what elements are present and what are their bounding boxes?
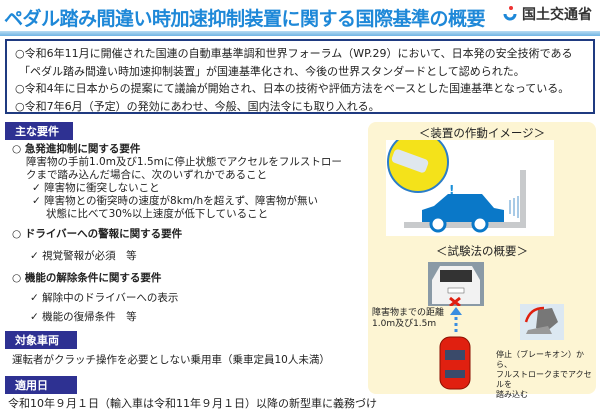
req1-check-cont: 状態に比べて30%以上速度が低下していること	[46, 208, 269, 220]
req1-heading: ○ 急発進抑制に関する要件	[12, 143, 141, 155]
approach-arrow-icon	[450, 307, 462, 335]
pedal-caption: 停止（ブレーキオン）から、フルストロークまでアクセルを踏み込む	[496, 350, 592, 399]
req3-check: ✓ 解除中のドライバーへの表示	[30, 292, 179, 304]
svg-text:!: !	[449, 183, 454, 197]
req2-heading: ○ ドライバーへの警報に関する要件	[12, 228, 183, 240]
date-tag: 適用日	[5, 376, 77, 394]
test-method-caption: ＜試験法の概要＞	[436, 244, 528, 258]
summary-line: ○令和4年に日本からの提案にて議論が開始され、日本の技術や評価方法をベースとした…	[15, 82, 570, 95]
test-car-icon	[439, 336, 471, 390]
summary-line: ○令和6年11月に開催された国連の自動車基準調和世界フォーラム（WP.29）にお…	[15, 47, 573, 60]
req1-text: クまで踏み込んだ場合に、次のいずれかであること	[26, 169, 268, 181]
target-tag: 対象車両	[5, 331, 77, 349]
operation-caption: ＜装置の作動イメージ＞	[418, 126, 546, 140]
mlit-emblem-icon	[503, 6, 517, 21]
page-title: ペダル踏み間違い時加速抑制装置に関する国際基準の概要	[4, 8, 486, 30]
ministry-name: 国土交通省	[522, 7, 592, 23]
summary-line: 「ペダル踏み間違い時加速抑制装置」が国連基準化され、今後の世界スタンダードとして…	[19, 64, 525, 78]
req1-check: ✓ 障害物との衝突時の速度が8km/hを超えず、障害物が無い	[32, 195, 318, 207]
req1-text: 障害物の手前1.0m及び1.5mに停止状態でアクセルをフルストロー	[26, 156, 342, 168]
summary-line: ○令和7年6月（予定）の発効にあわせ、今般、国内法令にも取り入れる。	[15, 99, 380, 113]
operation-illustration: !	[386, 140, 554, 236]
date-text: 令和10年９月１日（輸入車は令和11年９月１日）以降の新型車に義務づけ	[8, 397, 377, 410]
req3-check: ✓ 機能の復帰条件 等	[30, 311, 137, 323]
requirements-tag: 主な要件	[5, 122, 73, 140]
req2-check: ✓ 視覚警報が必須 等	[30, 250, 137, 262]
summary-box: ○令和6年11月に開催された国連の自動車基準調和世界フォーラム（WP.29）にお…	[5, 39, 595, 114]
ministry-logo: 国土交通省	[502, 4, 592, 24]
req1-check: ✓ 障害物に衝突しないこと	[32, 182, 160, 194]
target-text: 運転者がクラッチ操作を必要としない乗用車（乗車定員10人未満）	[12, 354, 330, 366]
accelerator-pedal-icon	[520, 304, 564, 340]
title-underline	[0, 31, 600, 36]
obstacle-car-photo	[428, 262, 484, 306]
req3-heading: ○ 機能の解除条件に関する要件	[12, 272, 162, 284]
